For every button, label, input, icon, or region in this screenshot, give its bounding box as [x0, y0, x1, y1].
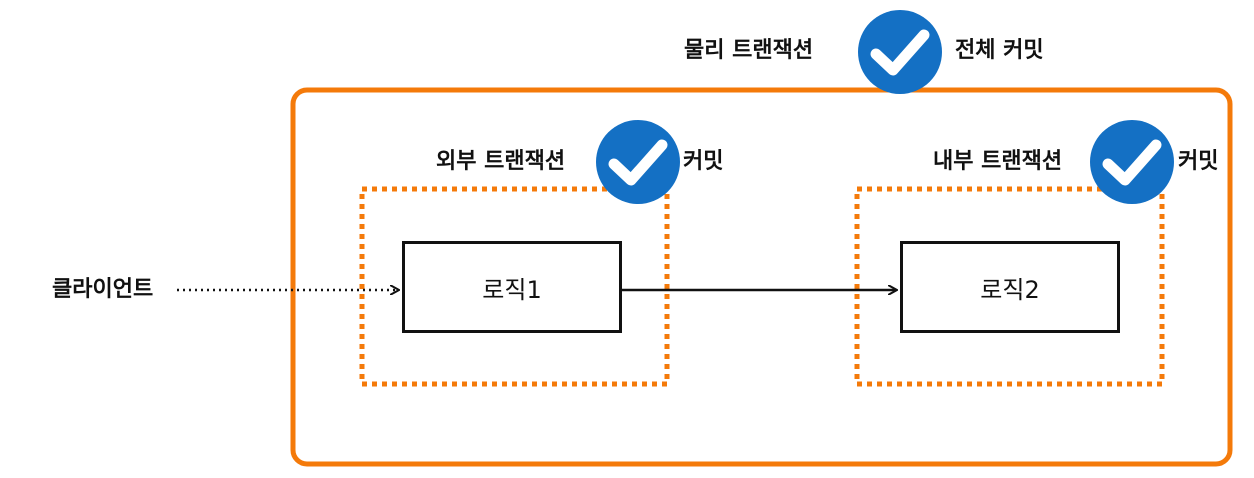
- client-label: 클라이언트: [52, 277, 154, 302]
- check-circle-icon: [1090, 120, 1174, 204]
- inner-transaction-status: 커밋: [1178, 149, 1219, 174]
- logic1-label: 로직1: [482, 275, 542, 304]
- check-circle-icon: [858, 10, 942, 94]
- outer-transaction-label: 외부 트랜잭션: [436, 149, 566, 174]
- logic2-label: 로직2: [980, 275, 1040, 304]
- physical-transaction-boundary: [290, 87, 1233, 467]
- physical-transaction-label: 물리 트랜잭션: [684, 38, 814, 63]
- outer-transaction-status: 커밋: [683, 149, 724, 174]
- inner-transaction-boundary: [854, 186, 1165, 387]
- inner-transaction-label: 내부 트랜잭션: [933, 149, 1063, 174]
- check-circle-icon: [596, 120, 680, 204]
- outer-transaction-boundary: [359, 186, 670, 387]
- physical-transaction-status: 전체 커밋: [955, 38, 1044, 63]
- logic2-box: 로직2: [900, 241, 1120, 333]
- logic1-box: 로직1: [402, 241, 622, 333]
